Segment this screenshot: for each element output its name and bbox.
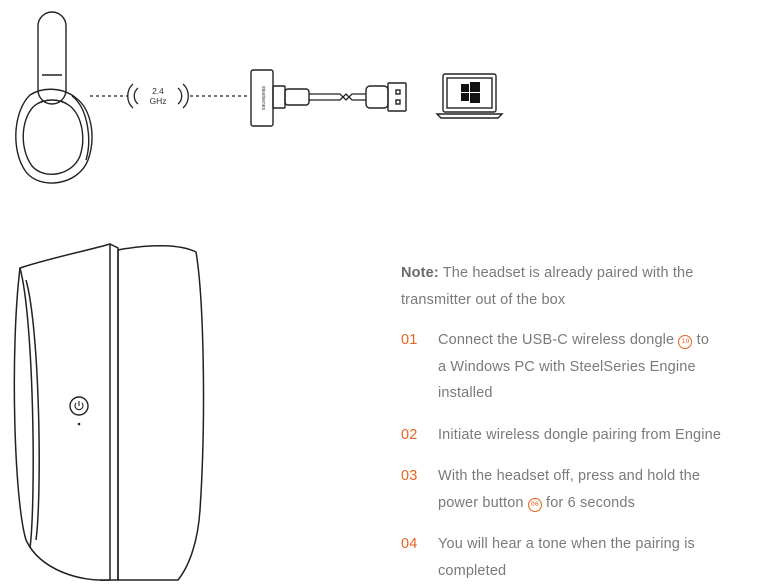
step-text: With the headset off, press and hold the xyxy=(438,468,701,484)
note-label: Note: xyxy=(401,265,439,281)
step-text: to xyxy=(696,332,710,348)
step-text: Initiate wireless dongle pairing from En… xyxy=(438,427,722,443)
power-ref-badge: 06 xyxy=(527,497,542,512)
step-text: installed xyxy=(438,385,493,401)
dongle-brand-label: steelseries xyxy=(260,86,266,110)
dongle-ref-badge: 10 xyxy=(678,335,693,349)
headset-side-icon xyxy=(15,11,93,184)
power-button-icon xyxy=(69,396,89,416)
freq-label-top: 2.4 xyxy=(152,86,164,96)
step-03: 03 With the headset off, press and hold … xyxy=(401,463,761,517)
note-line-2: transmitter out of the box xyxy=(401,291,566,308)
usb-a-plug-icon xyxy=(365,82,407,112)
note-line-1: The headset is already paired with the xyxy=(442,265,694,281)
step-01: 01 Connect the USB-C wireless dongle 10 … xyxy=(401,327,761,407)
step-number: 02 xyxy=(401,427,418,443)
step-02: 02 Initiate wireless dongle pairing from… xyxy=(401,422,761,449)
step-number: 03 xyxy=(401,468,418,484)
wireless-signal-icon xyxy=(127,83,189,109)
step-text: a Windows PC with SteelSeries Engine xyxy=(438,358,696,375)
led-indicator xyxy=(77,422,81,426)
step-text: for 6 seconds xyxy=(546,494,636,511)
step-04: 04 You will hear a tone when the pairing… xyxy=(401,531,761,585)
step-text: completed xyxy=(438,562,507,579)
freq-label-bottom: GHz xyxy=(150,96,167,106)
earcup-illustration xyxy=(13,242,205,581)
step-number: 01 xyxy=(401,332,418,348)
note-block: Note: The headset is already paired with… xyxy=(401,260,753,313)
cable-icon xyxy=(309,93,366,101)
usb-c-dongle-icon xyxy=(250,69,310,127)
step-text: You will hear a tone when the pairing is xyxy=(438,536,695,552)
windows-laptop-icon xyxy=(435,73,504,119)
windows-logo-icon xyxy=(461,82,480,103)
step-text: Connect the USB-C wireless dongle xyxy=(438,332,675,348)
step-text: power button xyxy=(438,494,524,511)
step-number: 04 xyxy=(401,536,418,552)
